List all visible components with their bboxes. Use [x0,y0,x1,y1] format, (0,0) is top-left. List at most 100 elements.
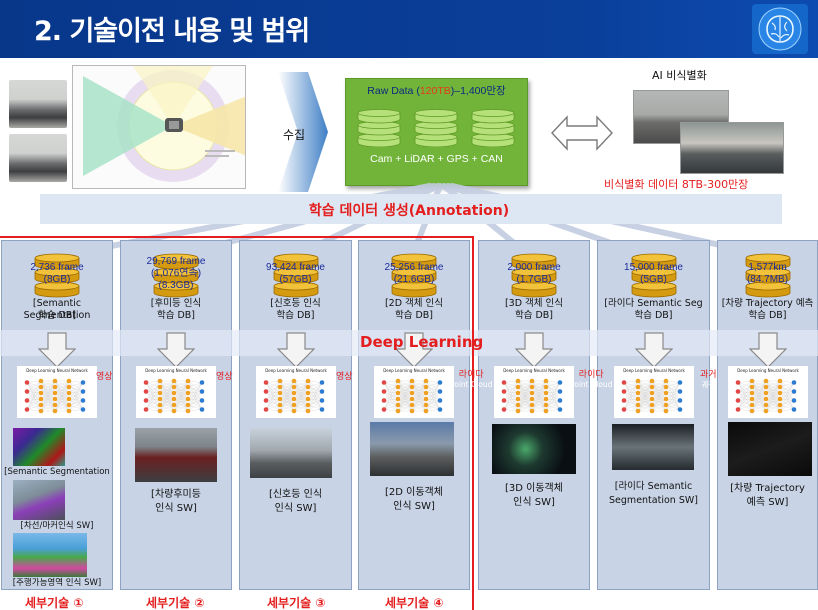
db-stat: 1,577km [748,262,787,273]
lidar-seg-result-image [612,424,694,470]
collect-label: 수집 [283,128,306,142]
db-name: 학습 DB] [634,310,673,321]
training-db-icon [390,252,438,298]
neural-network-diagram: Deep Learning Neural Network [255,366,336,418]
db-name: 학습 DB] [394,310,434,321]
result-caption: [차량후미등 [151,489,201,500]
detail-label-1: 세부기술 ① [25,596,84,610]
input-modality-label: 영상 [336,372,353,382]
down-arrow-icon [37,332,77,368]
annotation-label: 학습 데이터 생성(Annotation) [308,203,510,219]
db-name: [신호등 인식 [270,298,321,309]
double-arrow-icon [551,115,613,151]
result-caption: [라이다 Semantic [614,481,693,492]
ai-anonymize-data-label: 비식별화 데이터 8TB-300만장 [604,178,749,191]
lane-marker-result-image [13,480,65,520]
neural-network-diagram: Deep Learning Neural Network [136,366,216,418]
training-db-icon [744,252,792,298]
tech-transfer-frame [0,236,474,610]
db-name: [Semantic Segmentation [23,298,91,321]
db-stat: (1.7GB) [516,274,552,285]
training-db-icon [152,252,200,298]
result-caption: 인식 SW] [513,497,555,508]
db-name: [차량 Trajectory 예측 [721,298,814,309]
trajectory-result-image [728,422,812,476]
input-modality-label: 영상 [216,372,233,382]
page-title: 2. 기술이전 내용 및 범위 [34,16,310,47]
deep-learning-label: Deep Learning [360,333,484,351]
db-stat: 29,769 frame [146,256,206,267]
db-stat: (84.7MB) [746,274,789,285]
neural-network-diagram: Deep Learning Neural Network [374,366,454,418]
result-caption: [3D 이동객체 [505,483,563,494]
neural-network-diagram: Deep Learning Neural Network [494,366,574,418]
result-caption: [2D 이동객체 [385,487,443,498]
raw-data-box: Raw Data (120TB)–1,400만장 Cam + LiDAR + G… [345,78,528,186]
network-title: Deep Learning Neural Network [26,368,88,373]
training-db-icon [510,252,558,298]
db-name: 학습 DB] [748,310,787,321]
sensor-coverage-diagram [72,65,246,189]
network-title: Deep Learning Neural Network [383,368,445,373]
db-stat: 15,000 frame [624,262,683,273]
db-stat: (8.3GB) [158,280,194,291]
db-name: 학습 DB] [514,310,554,321]
neural-network-diagram: Deep Learning Neural Network [727,366,808,418]
db-name: 학습 DB] [276,310,315,321]
db-stat: 25,256 frame [384,262,444,273]
training-db-icon [630,252,678,298]
db-name: 학습 DB] [37,310,77,321]
down-arrow-icon [514,332,554,368]
title-bar: 2. 기술이전 내용 및 범위 [0,0,818,58]
neural-network-diagram: Deep Learning Neural Network [17,366,97,418]
db-stat: 93,424 frame [266,262,325,273]
db-stat: (5GB) [640,274,667,285]
brain-logo-icon [752,4,808,54]
anonymized-street-photo [680,122,784,174]
collect-arrow-icon [278,72,328,192]
vehicle-photo [9,134,67,182]
3d-object-result-image [492,424,576,474]
training-db-icon [33,252,81,298]
result-caption: Segmentation SW] [609,495,698,506]
network-title: Deep Learning Neural Network [623,368,685,373]
db-name: [후미등 인식 [150,298,202,309]
result-caption: [주행가능영역 인식 SW] [12,578,102,588]
network-title: Deep Learning Neural Network [503,368,565,373]
detail-label-2: 세부기술 ② [146,596,205,610]
vehicle-photo [9,80,67,128]
training-db-icon [272,252,320,298]
database-icon [471,109,515,147]
db-name: [3D 객체 인식 [504,298,564,309]
result-caption: 인식 SW] [155,503,197,514]
result-caption: 인식 SW] [274,503,317,514]
network-title: Deep Learning Neural Network [265,368,327,373]
db-stat: (1,076연속) [150,268,202,279]
db-stat: (8GB) [43,274,71,285]
db-name: 학습 DB] [156,310,196,321]
neural-network-diagram: Deep Learning Neural Network [613,366,694,418]
db-stat: 2,000 frame [507,262,561,273]
down-arrow-icon [156,332,196,368]
result-caption: 예측 SW] [746,497,789,508]
database-icon [414,109,458,147]
result-caption: 인식 SW] [393,501,435,512]
detail-label-3: 세부기술 ③ [267,596,326,610]
db-stat: (21.6GB) [393,274,435,285]
result-caption: [차선/마커인식 SW] [20,521,94,531]
annotation-band [40,194,782,224]
detail-label-4: 세부기술 ④ [385,596,444,610]
db-name: [라이다 Semantic Seg [604,298,703,309]
network-title: Deep Learning Neural Network [145,368,207,373]
ai-anonymize-label: AI 비식별화 [652,69,707,82]
network-title: Deep Learning Neural Network [737,368,799,373]
